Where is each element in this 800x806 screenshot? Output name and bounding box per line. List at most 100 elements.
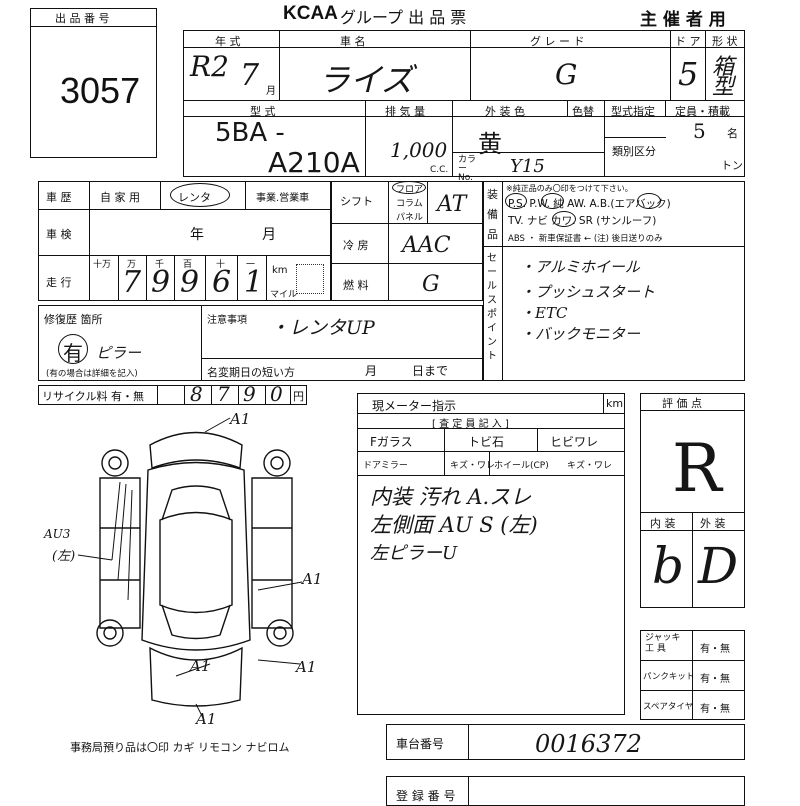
recycle-digit: 0	[270, 382, 283, 406]
jack-tool-label: ジャッキ 工 具	[645, 633, 681, 654]
history-label: 車 歴	[46, 191, 72, 204]
cc-unit: C.C.	[430, 165, 449, 175]
deadline-day: 日まで	[412, 364, 449, 378]
color-header: 外 装 色	[485, 105, 525, 118]
repair-history-label: 修復歴 箇所	[44, 313, 103, 326]
chip-label: トビ石	[468, 435, 505, 449]
lot-number: 3057	[60, 70, 141, 111]
document-title: グループ 出 品 票	[340, 8, 467, 27]
interior-score: b	[652, 537, 685, 595]
unit-10: 十	[216, 260, 226, 270]
ac-value: AAC	[402, 233, 451, 258]
mileage-label: 走 行	[46, 276, 72, 289]
car-name-header: 車 名	[340, 35, 366, 48]
score-label: 評 価 点	[662, 397, 702, 410]
unit-10k: 万	[127, 260, 137, 270]
caution-label: 注意事項	[207, 315, 247, 326]
deadline-month: 月	[365, 364, 378, 378]
recycle-digit: 7	[217, 382, 230, 406]
model-code: A210A	[268, 146, 360, 179]
km-unit: km	[272, 265, 288, 276]
mirror-value: キズ・ワレ	[450, 461, 496, 471]
capacity-header: 定員・積載	[675, 105, 730, 118]
damage-mark-right-rear: A1	[296, 658, 317, 676]
repair-circle-mark	[58, 334, 88, 364]
displacement-value: 1,000	[390, 138, 448, 162]
exterior-label: 外 装	[700, 517, 726, 530]
color-value: 黄	[478, 130, 502, 158]
spare-tire-label: スペアタイヤ	[643, 702, 694, 712]
damage-mark-front: A1	[230, 410, 251, 428]
color-number: Y15	[510, 156, 545, 177]
damage-mark-rear: A1	[190, 657, 211, 675]
unit-1k: 千	[155, 260, 165, 270]
shift-value: AT	[437, 192, 467, 217]
shift-label: シフト	[340, 195, 373, 208]
year-header: 年 式	[215, 35, 241, 48]
damage-mark-left-sub: (左)	[52, 549, 76, 564]
brand-logo: KCAA	[283, 3, 338, 24]
meter-km: km	[606, 397, 624, 410]
glass-label: Fガラス	[370, 435, 413, 449]
shape-value: 箱型	[712, 55, 735, 100]
inspection-label: 車 検	[46, 228, 72, 241]
inspector-section: [ 査 定 員 記 入 ]	[432, 419, 509, 430]
fuel-value: G	[422, 272, 440, 297]
jack-tool-value: 有・無	[700, 644, 730, 655]
shift-option-column: コラム	[396, 199, 423, 209]
equipment-label: 装 備 品	[487, 188, 498, 241]
shift-option-panel: パネル	[396, 213, 424, 223]
inspection-year: 年	[190, 227, 204, 243]
mileage-digit: 7	[122, 265, 142, 300]
type-spec-header: 型式指定	[611, 105, 655, 118]
model-prefix: 5BA -	[215, 118, 285, 148]
spare-tire-value: 有・無	[700, 704, 730, 715]
repair-notes-table	[38, 305, 483, 381]
sales-point-1: ・アルミホイール	[520, 258, 640, 276]
capacity-unit: 名	[727, 127, 738, 140]
inspector-remark: 内装 汚れ A.スレ	[370, 485, 532, 509]
equipment-note: ※純正品のみ〇印をつけて下さい。	[506, 184, 633, 193]
overall-score: R	[672, 430, 722, 507]
car-name: ライズ	[318, 61, 414, 99]
capacity-value: 5	[693, 119, 706, 143]
lot-number-box	[30, 8, 157, 158]
load-unit: トン	[721, 159, 743, 172]
repair-detail: ピラー	[96, 344, 142, 362]
recycle-digit: 8	[190, 382, 203, 406]
recycle-unit: 円	[293, 390, 304, 403]
puncture-kit-value: 有・無	[700, 674, 730, 685]
shape-header: 形 状	[712, 35, 738, 48]
caution-value: ・レンタUP	[270, 317, 375, 339]
grade-header: グ レ ー ド	[530, 35, 585, 48]
organizer-label: 主 催 者 用	[640, 10, 726, 30]
sales-point-4: ・バックモニター	[520, 325, 641, 343]
private-use: 自 家 用	[100, 191, 140, 204]
damage-mark-right: A1	[302, 570, 323, 588]
meter-label: 現メーター指示	[372, 399, 457, 413]
office-items-label: 事務局預り品は〇印 カギ リモコン ナビロム	[70, 741, 290, 754]
class-header: 類別区分	[612, 145, 656, 158]
model-header: 型 式	[250, 105, 276, 118]
inspector-remark: 左側面 AU S (左)	[370, 513, 538, 537]
wheel-value: キズ・ワレ	[567, 461, 613, 471]
door-header: ド ア	[675, 35, 701, 48]
mile-checkbox	[296, 264, 324, 294]
crack-label: ヒビワレ	[550, 435, 599, 449]
month-value: 7	[240, 58, 260, 93]
history-table	[38, 181, 331, 301]
rental-circle-mark	[170, 183, 230, 207]
ab-circle-mark	[637, 193, 661, 209]
sales-point-3: ・ETC	[520, 304, 568, 322]
displacement-header: 排 気 量	[385, 105, 425, 118]
month-unit: 月	[266, 86, 276, 97]
lot-number-label: 出 品 番 号	[55, 12, 110, 25]
equipment-line-2: TV. ナビ カワ. SR (サンルーフ)	[508, 215, 657, 227]
mileage-digit: 1	[244, 265, 264, 300]
equipment-box	[483, 181, 745, 381]
fuel-label: 燃 料	[343, 279, 369, 292]
color-no-label: カラー No.	[458, 155, 477, 183]
doors-value: 5	[678, 55, 699, 93]
unit-100k: 十万	[93, 260, 112, 270]
